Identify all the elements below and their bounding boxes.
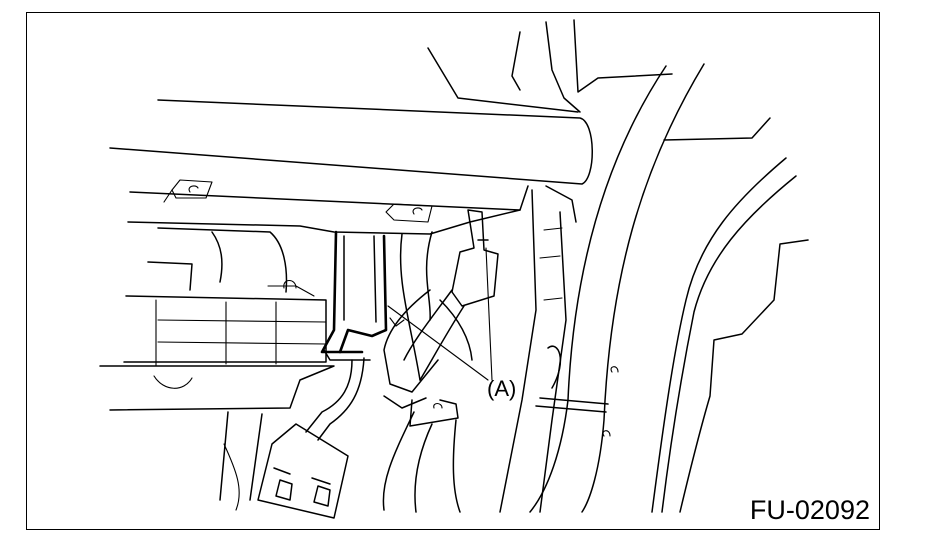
relay-bracket-a	[320, 230, 388, 361]
callout-label-a: (A)	[487, 376, 517, 401]
center-harness	[382, 209, 499, 513]
diagram-frame	[26, 12, 880, 530]
figure-id: FU-02092	[749, 495, 870, 525]
dashboard-clips	[163, 179, 433, 223]
leader-lines	[387, 247, 493, 381]
right-cable-clip	[535, 345, 619, 437]
harness-connector-lower	[257, 357, 365, 519]
left-hvac-unit	[99, 227, 335, 511]
dashboard-top	[109, 99, 593, 235]
right-body-panel	[427, 19, 809, 513]
